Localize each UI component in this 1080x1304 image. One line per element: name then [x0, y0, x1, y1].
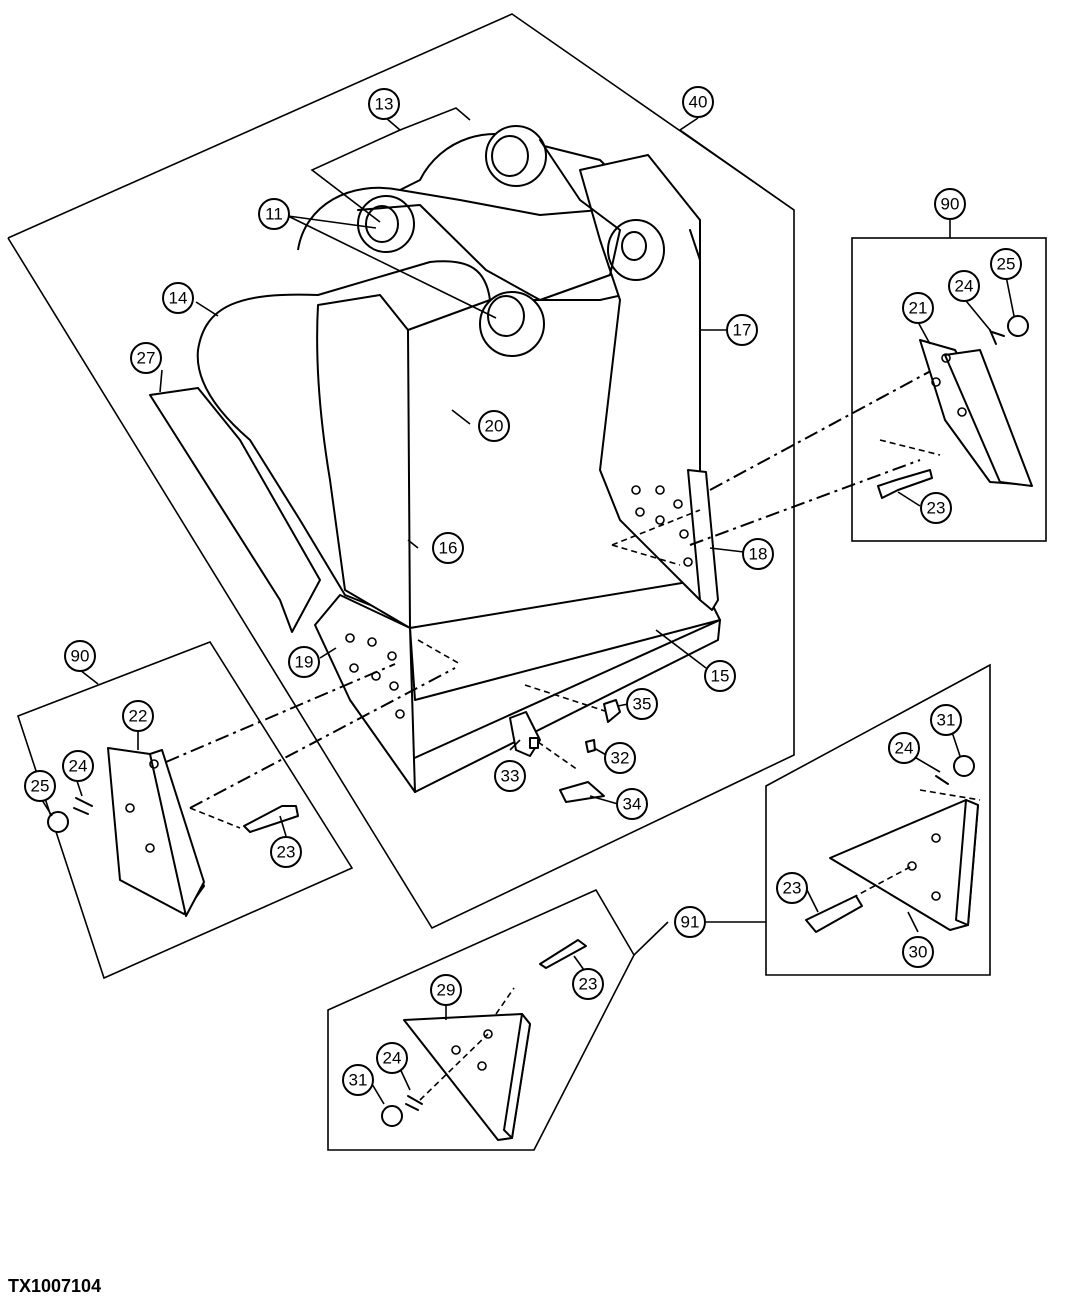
- group-90-right-box: [851, 237, 1047, 542]
- align-line-left-lower: [189, 667, 456, 809]
- svg-text:20: 20: [485, 417, 504, 436]
- callout-25-left: 25: [24, 770, 56, 802]
- callout-90-left: 90: [64, 640, 96, 672]
- right-triangle-cutter: [805, 755, 981, 933]
- callout-21: 21: [902, 292, 934, 324]
- callout-13: 13: [368, 88, 400, 120]
- callout-29: 29: [430, 974, 462, 1006]
- align-line-right-upper: [709, 365, 941, 491]
- left-side-cutter: [47, 747, 299, 917]
- leader-lines: [41, 107, 1015, 1105]
- svg-text:24: 24: [895, 739, 914, 758]
- svg-text:27: 27: [137, 349, 156, 368]
- svg-text:29: 29: [437, 981, 456, 1000]
- svg-text:23: 23: [579, 975, 598, 994]
- callout-32: 32: [604, 742, 636, 774]
- svg-text:24: 24: [383, 1049, 402, 1068]
- callout-18: 18: [742, 538, 774, 570]
- callout-24-bottom: 24: [376, 1042, 408, 1074]
- callout-23-right: 23: [920, 492, 952, 524]
- svg-text:16: 16: [439, 539, 458, 558]
- callout-23-left: 23: [270, 836, 302, 868]
- align-plane-right: [611, 439, 941, 566]
- callout-19: 19: [288, 646, 320, 678]
- svg-text:90: 90: [941, 195, 960, 214]
- figure-id-label: TX1007104: [8, 1276, 102, 1296]
- callout-33: 33: [494, 760, 526, 792]
- svg-text:31: 31: [349, 1071, 368, 1090]
- pin-boss-mid: [479, 291, 545, 357]
- svg-text:25: 25: [997, 255, 1016, 274]
- callout-16: 16: [432, 532, 464, 564]
- svg-text:32: 32: [611, 749, 630, 768]
- svg-text:23: 23: [277, 843, 296, 862]
- callout-23-triangle: 23: [776, 872, 808, 904]
- pin-boss-top-left: [357, 195, 415, 253]
- pin-boss-right: [607, 219, 665, 281]
- callout-31-bottom: 31: [342, 1064, 374, 1096]
- callout-24-left: 24: [62, 750, 94, 782]
- svg-text:18: 18: [749, 545, 768, 564]
- callout-25-right: 25: [990, 248, 1022, 280]
- group-91-bottom-box: [327, 888, 635, 1151]
- callout-20: 20: [478, 410, 510, 442]
- group-90-left-box: [17, 641, 354, 980]
- align-plane-left: [189, 639, 461, 829]
- svg-text:11: 11: [265, 205, 283, 224]
- svg-text:33: 33: [501, 767, 520, 786]
- callout-40: 40: [682, 86, 714, 118]
- align-line-right-lower: [689, 459, 921, 546]
- svg-text:31: 31: [937, 711, 956, 730]
- right-cutter-holes: [631, 485, 693, 567]
- callout-24-right: 24: [948, 270, 980, 302]
- callout-15: 15: [704, 660, 736, 692]
- svg-text:19: 19: [295, 653, 314, 672]
- group-91-right-box: [765, 663, 991, 976]
- bottom-triangle-cutter: [381, 939, 587, 1141]
- callout-91: 91: [674, 906, 706, 938]
- svg-text:90: 90: [71, 647, 90, 666]
- svg-text:30: 30: [909, 943, 928, 962]
- svg-text:23: 23: [783, 879, 802, 898]
- pin-boss-top-right: [485, 125, 547, 187]
- svg-text:34: 34: [623, 795, 642, 814]
- svg-text:23: 23: [927, 499, 946, 518]
- svg-text:24: 24: [69, 757, 88, 776]
- callout-31-triangle: 31: [930, 704, 962, 736]
- callout-24-triangle: 24: [888, 732, 920, 764]
- svg-text:24: 24: [955, 277, 974, 296]
- callout-27: 27: [130, 342, 162, 374]
- svg-text:13: 13: [375, 95, 394, 114]
- svg-text:91: 91: [681, 913, 700, 932]
- svg-text:21: 21: [909, 299, 928, 318]
- svg-text:40: 40: [689, 93, 708, 112]
- left-cutter-holes: [345, 633, 405, 719]
- svg-text:17: 17: [733, 321, 752, 340]
- linkage-plate: [357, 139, 621, 301]
- callout-22: 22: [122, 700, 154, 732]
- callout-17: 17: [726, 314, 758, 346]
- callout-23-bottom: 23: [572, 968, 604, 1000]
- group-40-outline: [7, 13, 795, 930]
- svg-text:14: 14: [169, 289, 188, 308]
- callout-30: 30: [902, 936, 934, 968]
- right-side-cutter: [877, 315, 1033, 499]
- svg-text:25: 25: [31, 777, 50, 796]
- callout-90-right: 90: [934, 188, 966, 220]
- svg-text:15: 15: [711, 667, 730, 686]
- callout-35: 35: [626, 688, 658, 720]
- svg-text:35: 35: [633, 695, 652, 714]
- callout-11: 11: [258, 198, 290, 230]
- svg-text:22: 22: [129, 707, 148, 726]
- callout-34: 34: [616, 788, 648, 820]
- callout-14: 14: [162, 282, 194, 314]
